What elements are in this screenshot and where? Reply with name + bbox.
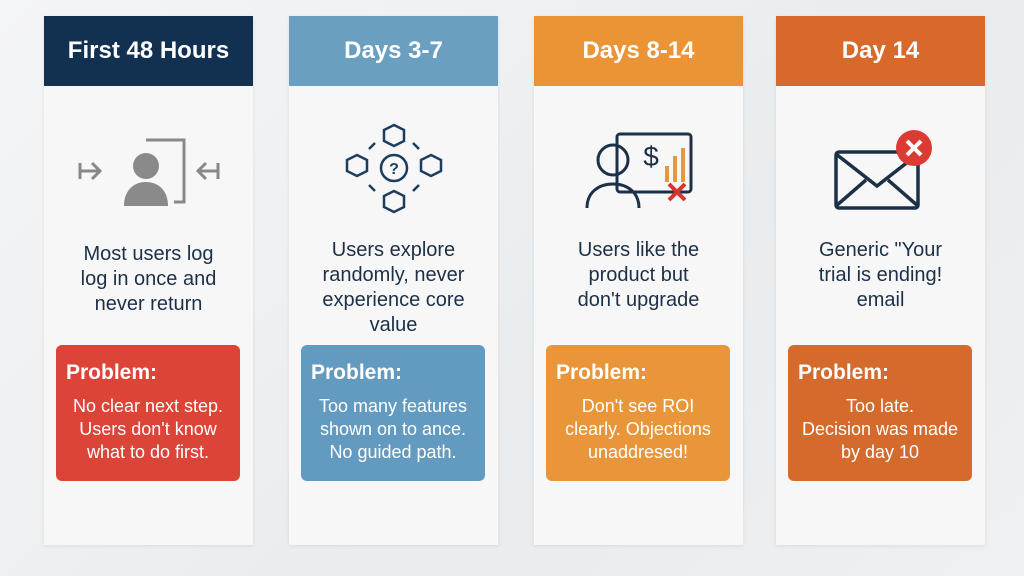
problem-box: Problem: Don't see ROI clearly. Objectio… [546, 345, 730, 481]
email-error-icon [776, 116, 985, 226]
problem-label: Problem: [556, 361, 648, 384]
column-first-48-hours: First 48 Hours Most users log log in onc… [44, 16, 253, 545]
column-header: Days 8-14 [534, 16, 743, 86]
column-description: Most users log log in once and never ret… [80, 243, 217, 315]
column-description: Generic "Your trial is ending! email [818, 239, 943, 311]
problem-text: Don't see ROI clearly. Objections unaddr… [565, 396, 711, 462]
column-day-14: Day 14 Generic "Your trial is ending! em… [776, 16, 985, 545]
column-header: Days 3-7 [289, 16, 498, 86]
svg-text:$: $ [643, 141, 659, 172]
user-roi-icon: $ [534, 116, 743, 226]
column-description: Users explore randomly, never experience… [322, 239, 465, 336]
problem-box: Problem: Too late. Decision was made by … [788, 345, 972, 481]
problem-label: Problem: [311, 361, 403, 384]
problem-box: Problem: Too many features shown on to a… [301, 345, 485, 481]
user-login-icon [44, 116, 253, 226]
column-header: Day 14 [776, 16, 985, 86]
problem-text: Too many features shown on to ance. No g… [318, 396, 468, 462]
column-days-8-14: Days 8-14 $ Users like the product but d… [534, 16, 743, 545]
svg-text:?: ? [389, 161, 399, 178]
problem-label: Problem: [798, 361, 890, 384]
problem-text: No clear next step. Users don't know wha… [72, 396, 224, 462]
column-days-3-7: Days 3-7 ? Users explore randomly, never… [289, 16, 498, 545]
problem-label: Problem: [66, 361, 158, 384]
column-header: First 48 Hours [44, 16, 253, 86]
random-explore-icon: ? [289, 116, 498, 226]
problem-box: Problem: No clear next step. Users don't… [56, 345, 240, 481]
column-description: Users like the product but don't upgrade [577, 239, 700, 311]
problem-text: Too late. Decision was made by day 10 [801, 396, 959, 462]
